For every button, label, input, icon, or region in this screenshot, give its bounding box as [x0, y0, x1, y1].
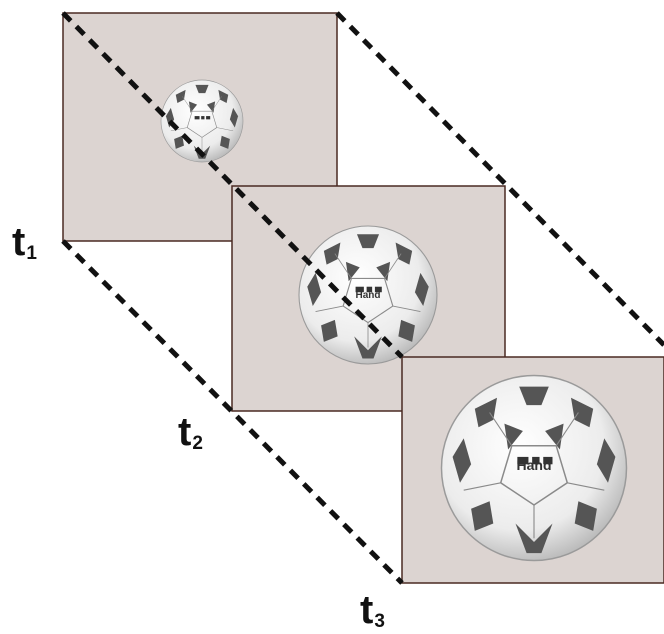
ball-logo-text-t3: Hand	[517, 457, 552, 473]
time-label-t3-sub: 3	[374, 611, 385, 632]
dashed-line-top-left	[61, 11, 404, 359]
time-label-t2: t2	[178, 410, 203, 454]
time-label-t1: t1	[12, 220, 37, 264]
ball-image-t1	[160, 79, 244, 163]
time-label-t1-main: t	[12, 220, 26, 264]
dashed-line-top-right	[335, 11, 664, 347]
time-label-t2-main: t	[178, 410, 192, 454]
time-label-t1-sub: 1	[26, 243, 37, 264]
time-label-t3: t3	[360, 588, 385, 632]
dashed-line-bottom-left	[61, 239, 404, 585]
ball-logo-text-t2: Hand	[356, 290, 381, 301]
time-label-t2-sub: 2	[192, 433, 203, 454]
time-label-t3-main: t	[360, 588, 374, 632]
